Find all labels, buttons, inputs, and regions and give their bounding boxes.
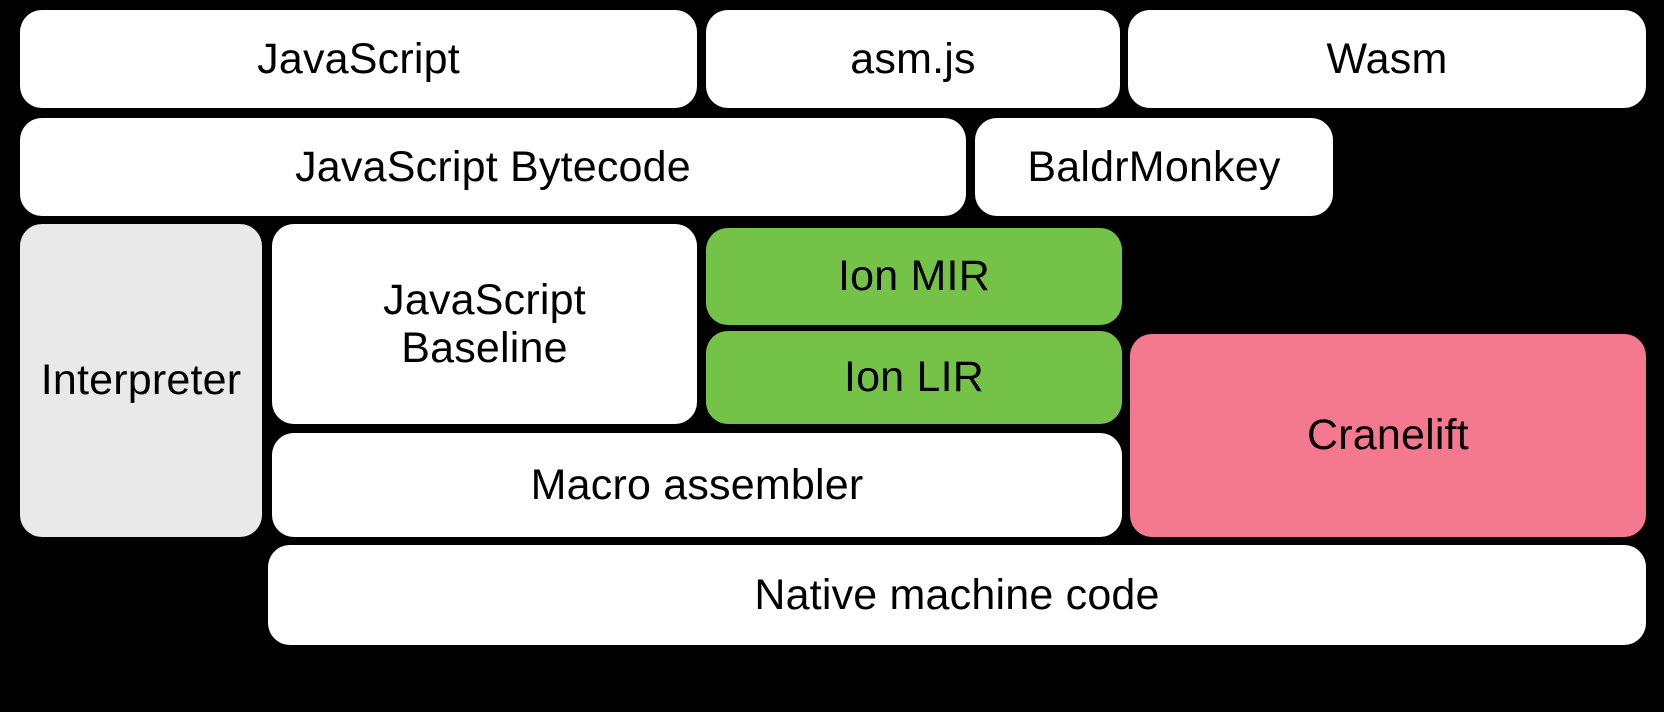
node-javascript-baseline: JavaScript Baseline	[272, 224, 697, 424]
node-label-javascript-bytecode: JavaScript Bytecode	[295, 142, 691, 191]
node-label-ion-mir: Ion MIR	[838, 252, 990, 301]
node-baldrmonkey: BaldrMonkey	[975, 118, 1333, 216]
node-label-asmjs: asm.js	[850, 34, 976, 83]
node-label-native-machine-code: Native machine code	[754, 570, 1160, 619]
node-label-macro-assembler: Macro assembler	[530, 460, 864, 509]
node-label-wasm: Wasm	[1326, 34, 1448, 83]
node-label-javascript-baseline: JavaScript Baseline	[383, 275, 586, 372]
node-macro-assembler: Macro assembler	[272, 433, 1122, 537]
node-ion-lir: Ion LIR	[706, 331, 1122, 424]
node-label-ion-lir: Ion LIR	[843, 353, 985, 402]
node-javascript-bytecode: JavaScript Bytecode	[20, 118, 966, 216]
node-label-javascript: JavaScript	[257, 34, 460, 83]
node-asmjs: asm.js	[706, 10, 1120, 108]
node-label-cranelift: Cranelift	[1307, 411, 1469, 460]
node-label-interpreter: Interpreter	[40, 356, 242, 405]
node-wasm: Wasm	[1128, 10, 1646, 108]
node-label-baldrmonkey: BaldrMonkey	[1027, 142, 1281, 191]
node-javascript: JavaScript	[20, 10, 697, 108]
node-cranelift: Cranelift	[1130, 334, 1646, 537]
node-interpreter: Interpreter	[20, 224, 262, 537]
node-ion-mir: Ion MIR	[706, 228, 1122, 325]
node-native-machine-code: Native machine code	[268, 545, 1646, 645]
